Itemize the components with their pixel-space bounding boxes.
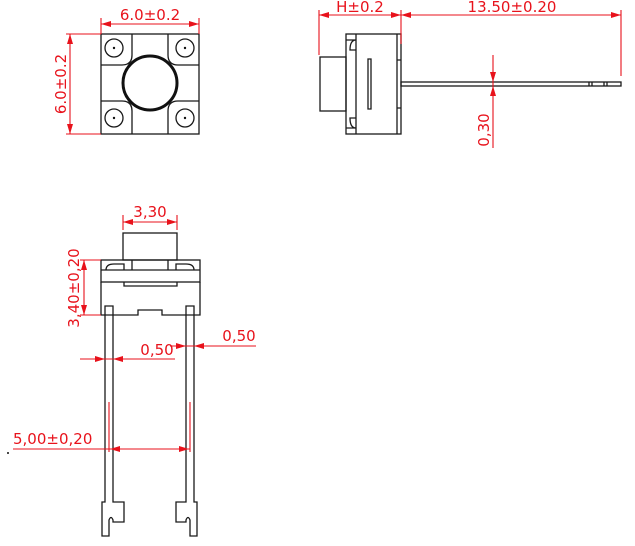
- left-lead-width-label: 0,50: [140, 341, 173, 359]
- body-height-label: 3,40±0,20: [65, 248, 83, 327]
- side-body: [345, 33, 402, 135]
- front-plunger: [122, 232, 178, 261]
- lead-pitch-label: 5,00±0,20: [13, 430, 92, 448]
- side-lead: [400, 81, 622, 87]
- plunger-width-label: 3,30: [133, 203, 166, 221]
- lead-thickness-dimension: 0,30: [475, 55, 496, 148]
- side-details: [346, 34, 401, 134]
- corner-pins: [104, 38, 195, 128]
- switch-body-outline: [100, 33, 200, 135]
- lead-marks: [588, 82, 608, 86]
- right-lead: [175, 305, 198, 537]
- top-width-dimension: 6.0±0.2: [100, 6, 200, 34]
- body-height-dimension: 3,40±0,20: [65, 248, 101, 328]
- side-plunger: [319, 56, 347, 112]
- top-width-label: 6.0±0.2: [120, 6, 180, 24]
- lead-thickness-label: 0,30: [475, 113, 493, 146]
- side-view: H±0.2 13.50±0.20 0,30: [318, 0, 622, 148]
- lead-length-label: 13.50±0.20: [468, 0, 557, 16]
- stray-dot: [7, 452, 9, 454]
- lead-pitch-dimension: 5,00±0,20: [13, 402, 191, 452]
- plunger-width-dimension: 3,30: [122, 203, 178, 230]
- left-lead-width-dimension: 0,50: [80, 341, 175, 362]
- top-height-label: 6.0±0.2: [52, 54, 70, 114]
- top-view: 6.0±0.2 6.0±0.2: [52, 6, 200, 135]
- right-lead-width-label: 0,50: [222, 327, 255, 345]
- right-lead-width-dimension: 0,50: [170, 327, 256, 349]
- corner-dividers: [101, 34, 199, 134]
- height-dimension: H±0.2: [318, 0, 402, 55]
- left-lead: [101, 305, 125, 537]
- front-body: [100, 260, 201, 316]
- front-body-top: [100, 259, 201, 283]
- lead-length-dimension: 13.50±0.20: [401, 0, 622, 76]
- plunger-circle: [121, 54, 179, 112]
- height-label: H±0.2: [336, 0, 384, 16]
- front-view: 3,30 3,40±0,20 0,50 0,50 5,00±0,20: [7, 203, 256, 537]
- top-height-dimension: 6.0±0.2: [52, 33, 101, 135]
